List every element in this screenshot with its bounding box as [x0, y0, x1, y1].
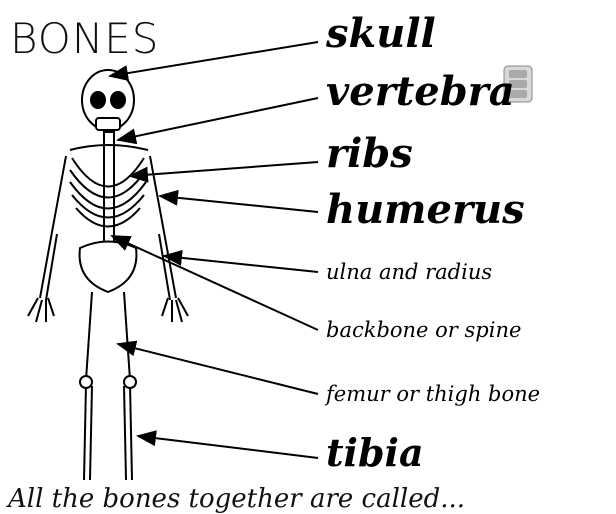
pointer-ribs: [130, 162, 318, 176]
pointer-humerus: [160, 196, 318, 212]
label-backbone: backbone or spine: [326, 320, 521, 341]
label-ulna-radius: ulna and radius: [326, 262, 492, 283]
label-femur: femur or thigh bone: [326, 384, 540, 405]
pointer-skull: [110, 42, 318, 76]
left-tibia: [84, 384, 86, 480]
pointer-backbone: [112, 236, 318, 330]
label-skull: skull: [326, 14, 436, 54]
left-humerus: [52, 156, 66, 232]
pointer-femur: [118, 344, 318, 394]
pelvis-shape: [80, 242, 137, 293]
label-tibia: tibia: [326, 434, 424, 472]
label-ribs: ribs: [326, 134, 413, 174]
pointer-vertebra: [118, 98, 318, 140]
label-humerus: humerus: [326, 190, 525, 230]
pointer-tibia: [138, 436, 318, 458]
left-femur: [86, 292, 92, 380]
footer-caption: All the bones together are called...: [8, 484, 465, 514]
label-vertebra: vertebra: [326, 72, 515, 112]
